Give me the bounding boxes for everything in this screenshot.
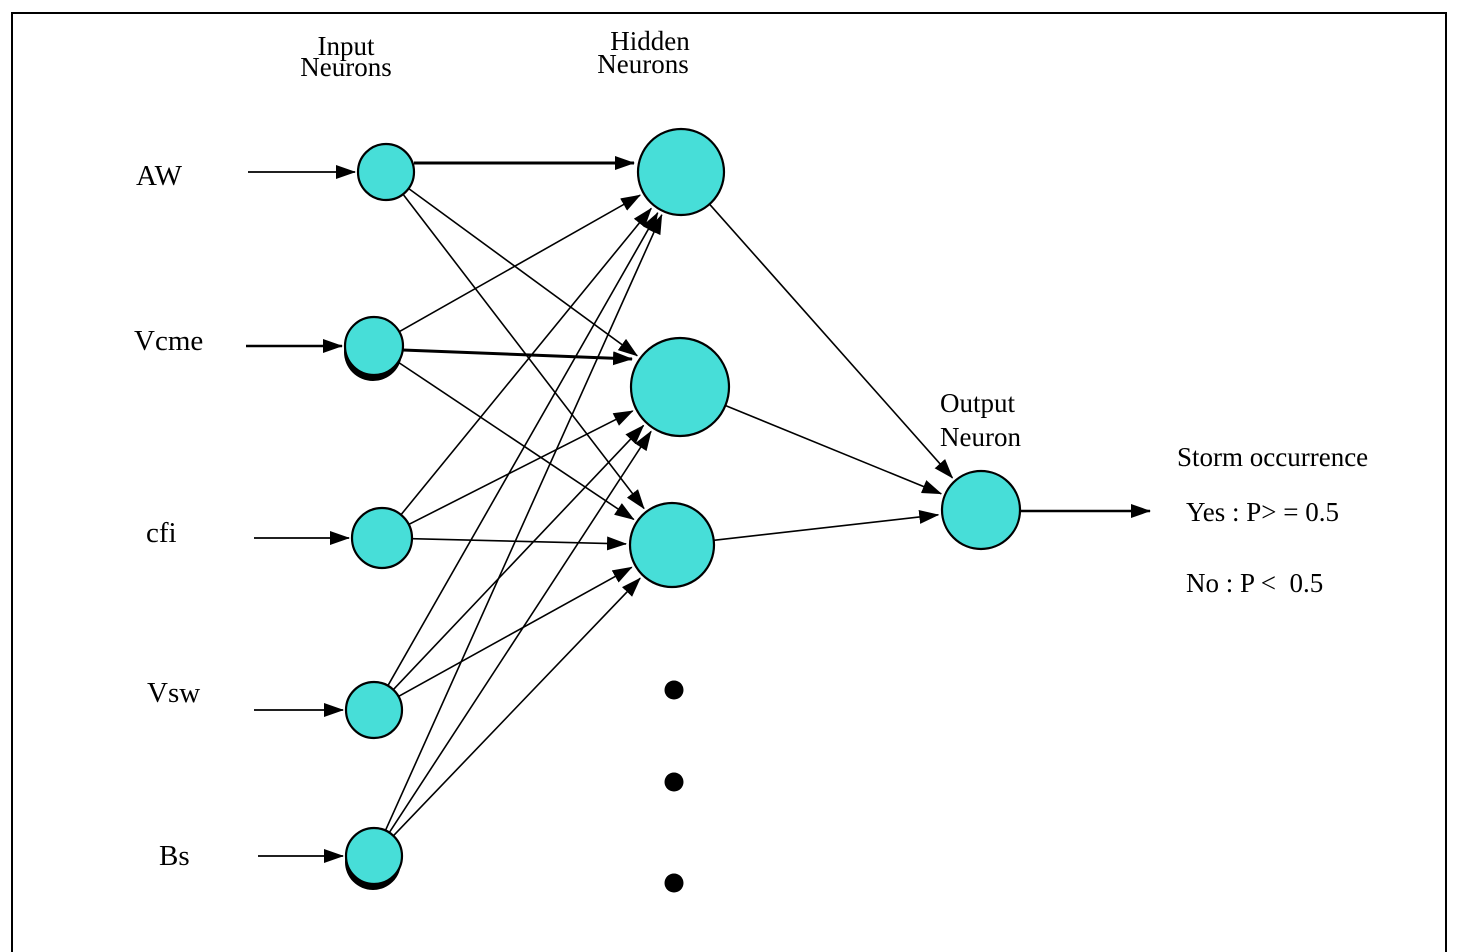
edge-cfi-H1 [400,207,652,516]
edge-Vcme-H2 [402,348,633,366]
edge-Vsw-H2 [392,424,645,691]
input-label-vcme: Vcme [134,325,203,357]
output-header-line1: Output [940,388,1016,418]
edge-Bs-H2 [388,430,652,833]
edge-cfi-H3 [411,536,628,551]
edge-AW-H3 [402,193,645,510]
edge-Bs-H1 [384,213,663,831]
hidden-node-H1 [636,127,726,217]
edge-Vcme-H1 [398,194,641,333]
input-node-AW [356,142,416,202]
hidden-header-line1: Hidden [610,26,690,56]
input-header-line1: Input [318,31,375,61]
input-header-line2: Neurons [300,52,391,82]
storm-occurrence-title: Storm occurrence [1177,442,1368,472]
input-label-vsw: Vsw [147,677,200,709]
input-node-Vcme [343,315,405,377]
edge-Vsw-H3 [398,566,633,698]
edge-Vsw-H1 [387,211,659,687]
storm-yes-condition: Yes : P> = 0.5 [1186,497,1339,527]
output-header-line2: Neuron [940,422,1021,452]
storm-no-condition: No : P < 0.5 [1186,568,1323,598]
edge-H3-OUT [713,510,940,542]
ellipsis-dot-1 [664,680,684,700]
input-label-bs: Bs [159,840,190,872]
connections-layer [246,156,1151,863]
edge-H1-OUT [708,203,954,479]
outer-frame [11,12,1447,952]
edge-AW-H2 [408,187,639,357]
input-label-cfi: cfi [146,517,177,549]
input-node-Vsw [344,680,404,740]
ellipsis-dot-3 [664,873,684,893]
ellipsis-dot-2 [664,772,684,792]
output-node-OUT [940,469,1022,551]
input-label-aw: AW [136,160,183,192]
edge-Vcme-H3 [397,361,635,521]
labels-layer: Input Neurons Hidden Neurons AW Vcme cfi… [134,26,1368,872]
edge-H2-OUT [725,404,943,495]
nodes-layer [343,127,1022,893]
input-node-Bs [344,826,404,886]
edge-cfi-H2 [408,410,634,526]
hidden-node-H2 [629,336,731,438]
input-node-cfi [350,506,414,570]
hidden-header-line2: Neurons [597,49,688,79]
hidden-node-H3 [628,501,716,589]
edge-Bs-H3 [392,577,641,837]
